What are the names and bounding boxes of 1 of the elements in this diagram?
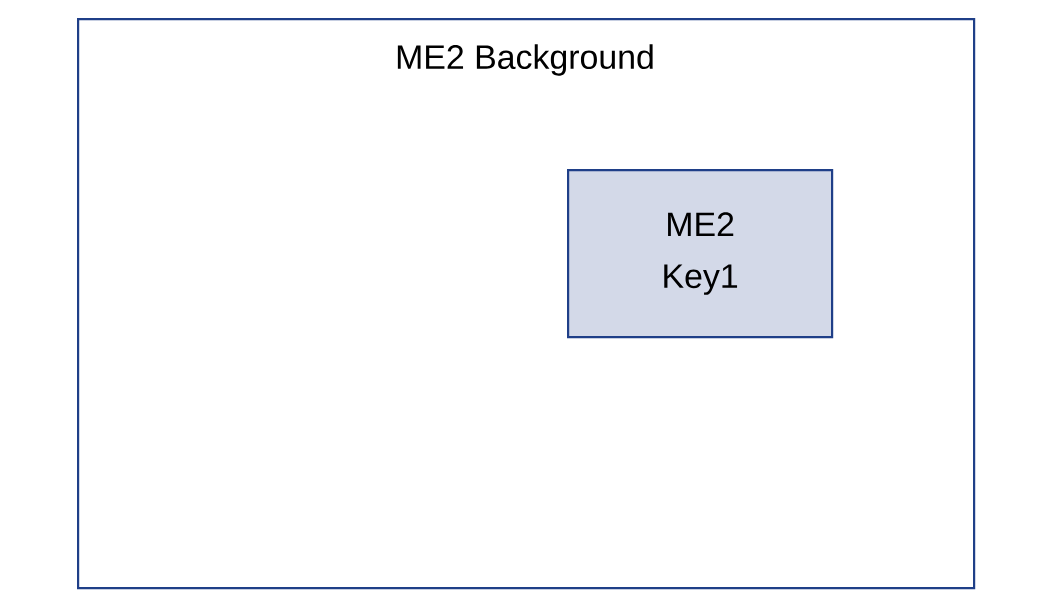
key-box: ME2 Key1: [567, 169, 834, 339]
